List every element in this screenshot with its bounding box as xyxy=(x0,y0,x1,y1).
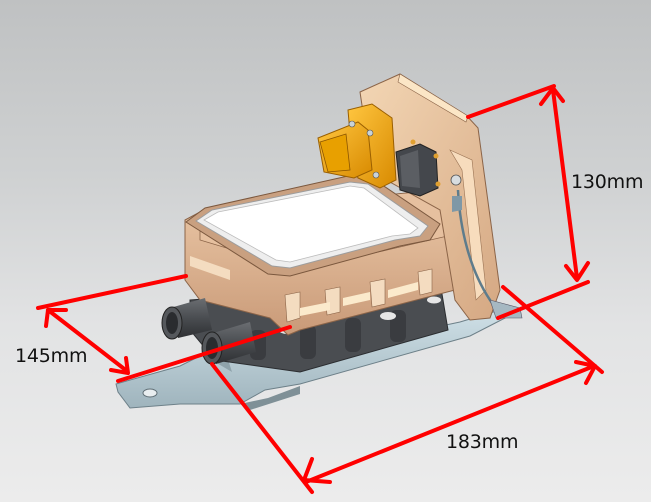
front-panel xyxy=(359,73,501,321)
arrowhead-left-icon xyxy=(44,308,68,328)
arrowhead-up-icon xyxy=(539,86,565,106)
dimension-label-width: 145mm xyxy=(15,345,88,367)
arrowhead-right-icon xyxy=(574,360,597,385)
dimension-lines xyxy=(36,84,604,494)
coolant-pipe-upper xyxy=(161,298,212,340)
black-connector xyxy=(395,139,441,197)
dimension-height xyxy=(466,84,590,320)
arrowhead-left-icon xyxy=(302,457,332,484)
orange-connector xyxy=(317,103,397,189)
mounting-hole-icon xyxy=(142,388,158,398)
dimension-width xyxy=(36,274,292,383)
dimension-label-length: 183mm xyxy=(446,431,519,453)
top-lid xyxy=(185,175,441,277)
dimension-label-height: 130mm xyxy=(571,171,644,193)
arrowhead-right-icon xyxy=(109,356,130,375)
dimension-length xyxy=(210,285,604,494)
arrowhead-down-icon xyxy=(564,261,590,282)
